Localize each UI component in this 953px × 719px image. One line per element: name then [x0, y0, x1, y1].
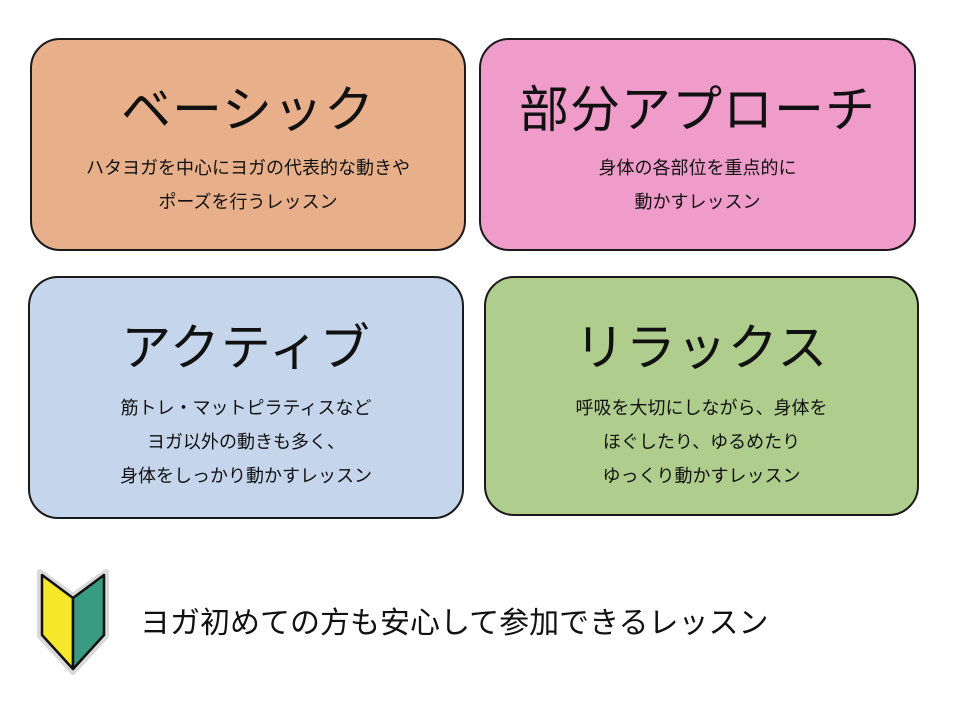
card-relax: リラックス 呼吸を大切にしながら、身体を ほぐしたり、ゆるめたり ゆっくり動かす…	[484, 276, 919, 516]
footer-note: ヨガ初めての方も安心して参加できるレッスン	[36, 566, 916, 678]
card-description-line: ヨガ以外の動きも多く、	[147, 432, 345, 453]
beginner-mark-icon	[37, 569, 109, 675]
card-description: 筋トレ・マットピラティスなど ヨガ以外の動きも多く、 身体をしっかり動かすレッス…	[30, 392, 462, 494]
card-description: 身体の各部位を重点的に 動かすレッスン	[481, 152, 914, 220]
card-title: アクティブ	[121, 319, 371, 377]
card-basic: ベーシック ハタヨガを中心にヨガの代表的な動きや ポーズを行うレッスン	[30, 38, 466, 251]
card-description-line: ハタヨガを中心にヨガの代表的な動きや	[86, 158, 410, 179]
card-description-line: 呼吸を大切にしながら、身体を	[575, 398, 828, 419]
card-description: 呼吸を大切にしながら、身体を ほぐしたり、ゆるめたり ゆっくり動かすレッスン	[486, 392, 917, 494]
card-description-line: 身体の各部位を重点的に	[598, 158, 797, 179]
footer-text: ヨガ初めての方も安心して参加できるレッスン	[140, 606, 769, 641]
card-description-line: 動かすレッスン	[634, 192, 761, 213]
card-title: ベーシック	[121, 81, 375, 139]
card-description-line: ほぐしたり、ゆるめたり	[602, 432, 801, 453]
card-description-line: ポーズを行うレッスン	[158, 192, 338, 213]
card-partial-approach: 部分アプローチ 身体の各部位を重点的に 動かすレッスン	[479, 38, 916, 251]
card-active: アクティブ 筋トレ・マットピラティスなど ヨガ以外の動きも多く、 身体をしっかり…	[28, 276, 464, 519]
card-description-line: 筋トレ・マットピラティスなど	[120, 398, 372, 419]
card-title: 部分アプローチ	[519, 81, 876, 139]
card-description-line: ゆっくり動かすレッスン	[602, 466, 801, 487]
card-description: ハタヨガを中心にヨガの代表的な動きや ポーズを行うレッスン	[32, 152, 464, 220]
card-title: リラックス	[574, 319, 829, 377]
card-description-line: 身体をしっかり動かすレッスン	[120, 466, 372, 487]
